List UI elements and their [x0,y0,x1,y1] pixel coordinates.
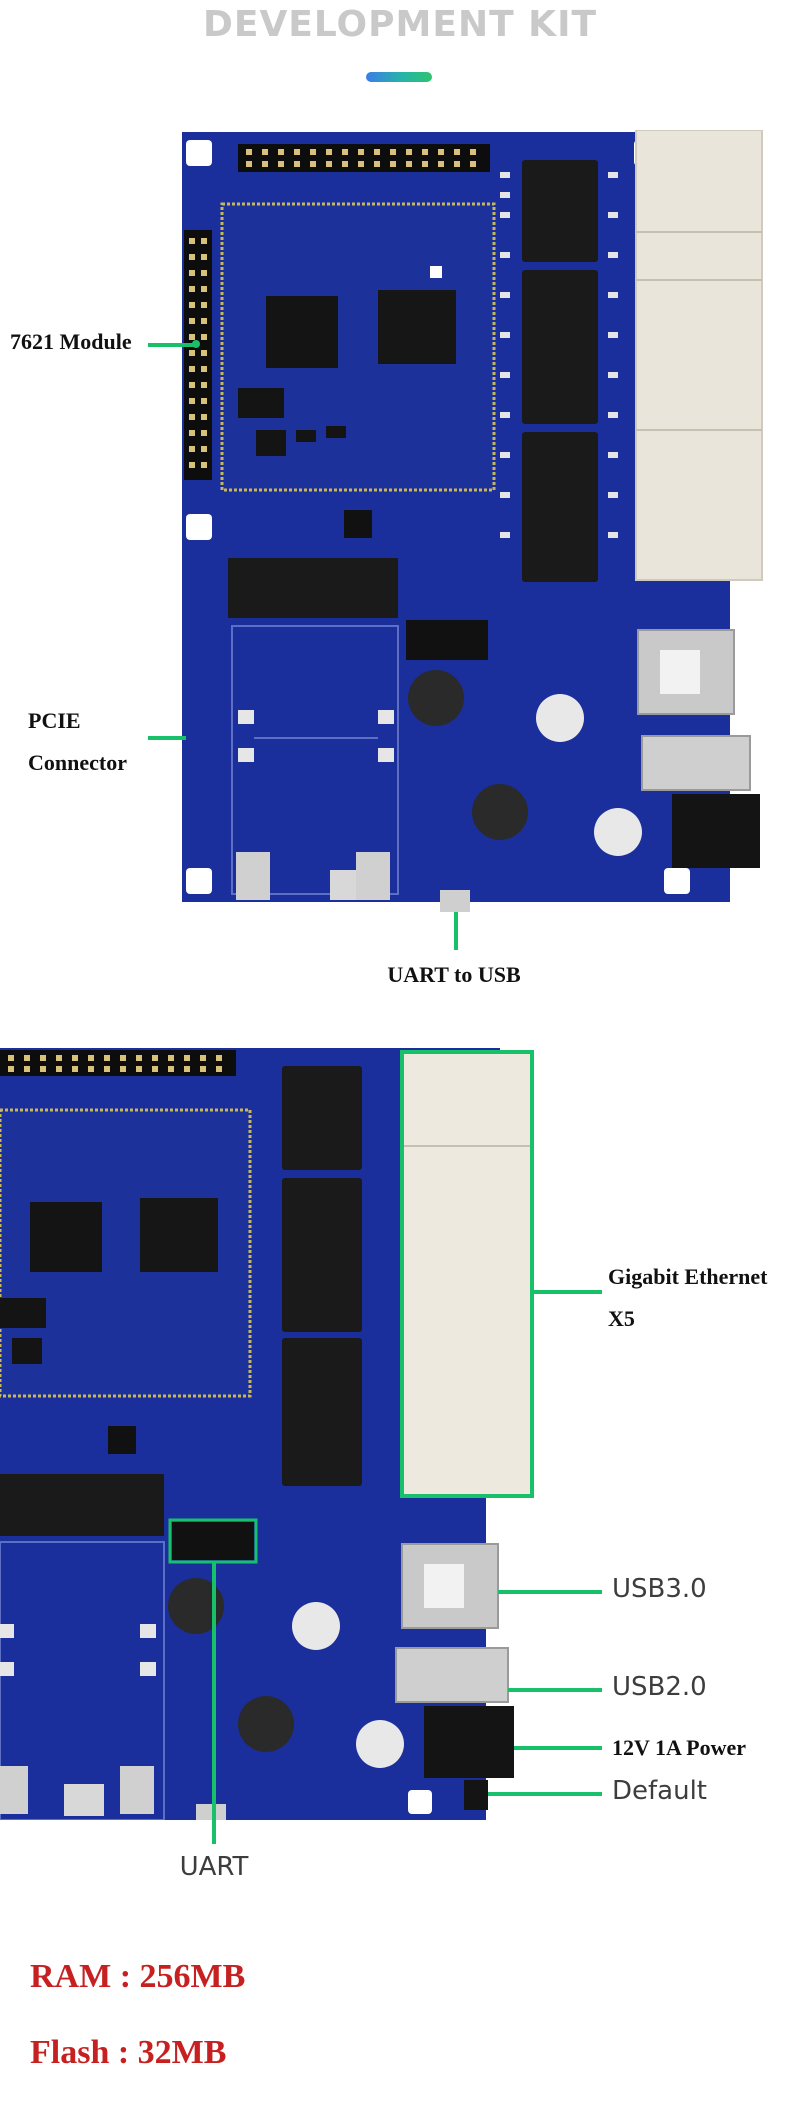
callout-line-uart [212,1562,216,1844]
callout-line-uart-usb [454,912,458,950]
board-photo-top [182,130,763,912]
spec-ram: RAM : 256MB [30,1958,246,1995]
callout-usb3: USB3.0 [612,1574,707,1604]
callout-ethernet-line1: Gigabit Ethernet [608,1264,768,1289]
callout-uart-to-usb: UART to USB [387,962,521,987]
callout-line-usb2 [508,1688,602,1692]
callout-12v-power: 12V 1A Power [612,1735,747,1760]
callout-line-ethernet [532,1290,602,1294]
callout-line-default [488,1792,602,1796]
callout-pcie-line2: Connector [28,750,127,775]
callout-line-usb3 [498,1590,602,1594]
callout-line-pcie [148,736,186,740]
page-title: DEVELOPMENT KIT [202,4,598,45]
callout-default: Default [612,1776,707,1806]
callout-dot-module [192,340,200,348]
callout-pcie-line1: PCIE [28,708,81,733]
callout-7621-module: 7621 Module [10,329,132,354]
callout-ethernet-line2: X5 [608,1306,635,1331]
board-photo-bottom [0,1048,534,1820]
title-underline [366,72,432,82]
callout-line-power [514,1746,602,1750]
callout-line-module [148,343,196,347]
callout-uart: UART [179,1852,249,1882]
spec-flash: Flash : 32MB [30,2034,227,2071]
callout-usb2: USB2.0 [612,1672,707,1702]
